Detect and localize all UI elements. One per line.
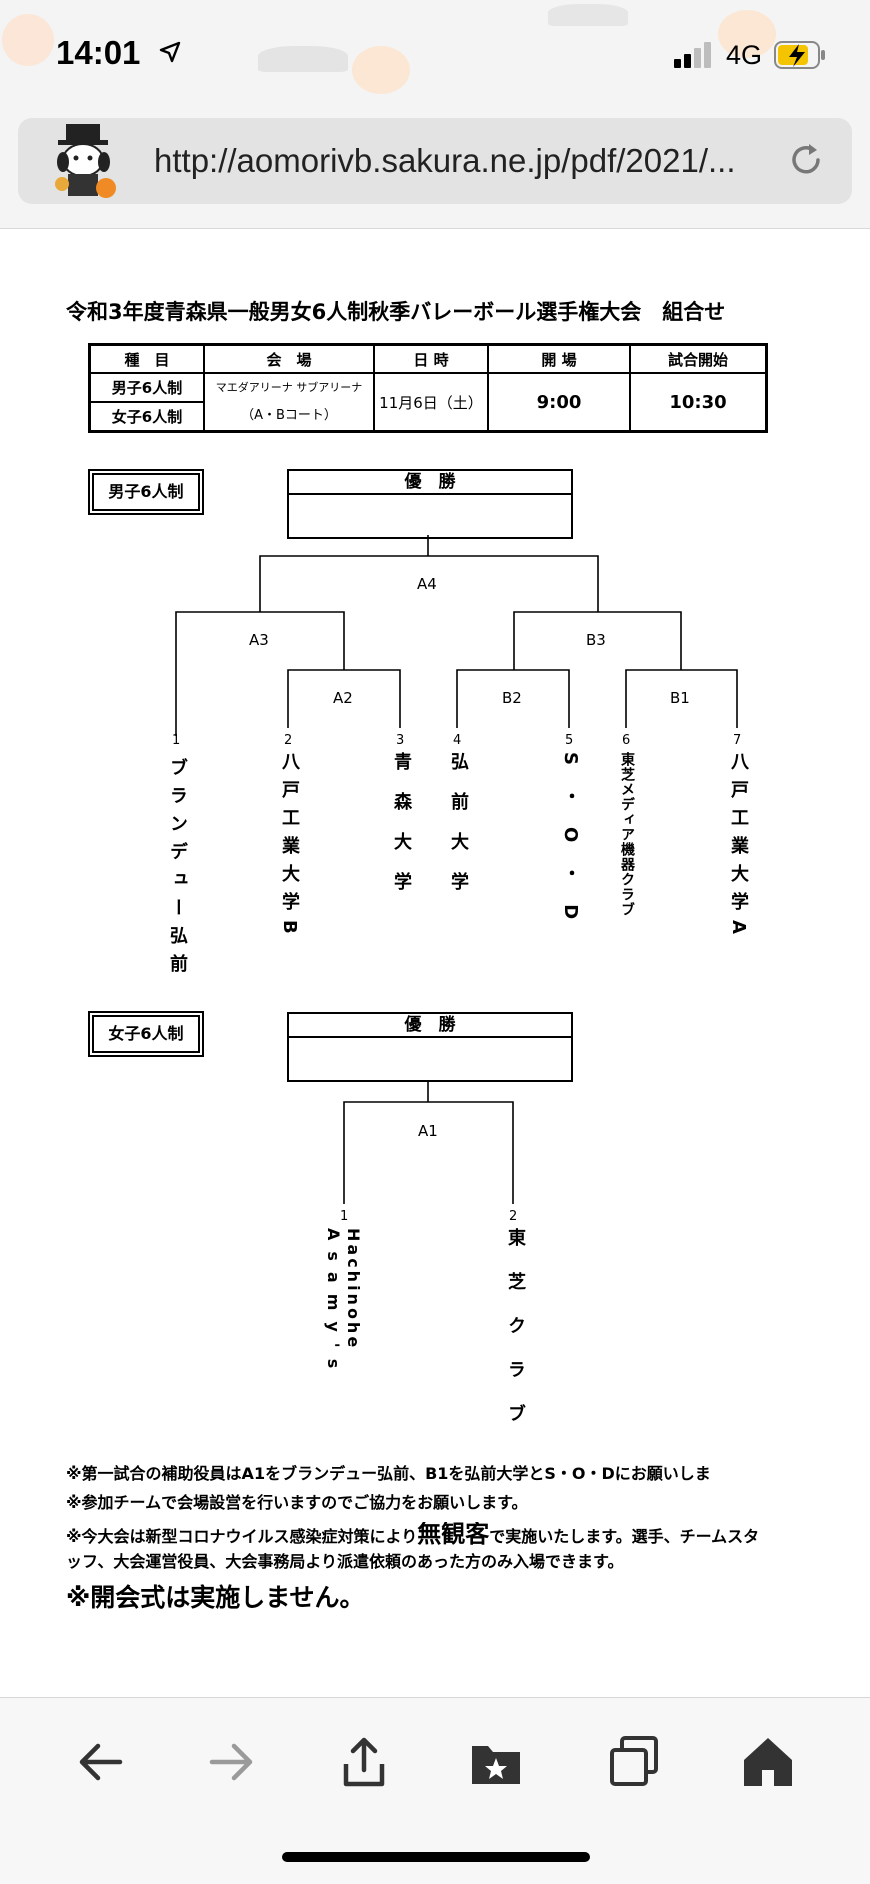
womens-division-label: 女子6人制	[88, 1011, 204, 1057]
address-bar[interactable]	[18, 118, 852, 204]
match-a2: A2	[333, 689, 353, 707]
seed-3: 3	[396, 733, 405, 748]
match-a1: A1	[418, 1122, 438, 1140]
venue-line2: （A・Bコート）	[241, 408, 337, 423]
network-type: 4G	[726, 40, 763, 70]
seed-1: 1	[172, 733, 181, 748]
header-date: 日 時	[373, 343, 489, 374]
decor-pumpkin	[718, 10, 776, 58]
divider	[0, 228, 870, 229]
match-a4: A4	[417, 575, 437, 593]
team-brandieu-hirosaki: ブランデュー弘前	[167, 758, 188, 982]
mens-champion-header: 優 勝	[289, 471, 571, 495]
match-a3: A3	[249, 631, 269, 649]
note-no-ceremony: ※開会式は実施しません。	[66, 1583, 365, 1612]
open-time: 9:00	[487, 372, 631, 433]
event-womens: 女子6人制	[88, 401, 205, 433]
w-seed-1: 1	[340, 1209, 349, 1224]
team-sod: S・O・D	[560, 752, 581, 942]
status-time: 14:01	[56, 34, 141, 71]
start-time: 10:30	[629, 372, 768, 433]
event-mens: 男子6人制	[88, 372, 205, 403]
venue-line1: マエダアリーナ サブアリーナ	[215, 381, 363, 394]
team-hachinohe-tech-b: 八戸工業大学B	[279, 752, 300, 944]
date-cell: 11月6日（土）	[373, 372, 489, 433]
mascot-icon	[55, 124, 116, 198]
url-text[interactable]: http://aomorivb.sakura.ne.jp/pdf/2021/..…	[154, 142, 736, 179]
seed-2: 2	[284, 733, 293, 748]
seed-4: 4	[453, 733, 462, 748]
battery-charging-icon	[774, 41, 825, 69]
decor-candy	[2, 14, 54, 66]
document-title: 令和3年度青森県一般男女6人制秋季バレーボール選手権大会 組合せ	[66, 300, 726, 324]
match-b2: B2	[502, 689, 522, 707]
tabs-icon[interactable]	[606, 1734, 662, 1790]
forward-icon[interactable]	[204, 1734, 260, 1790]
mens-division-label: 男子6人制	[88, 469, 204, 515]
share-icon[interactable]	[336, 1734, 392, 1790]
womens-champion-box: 優 勝	[287, 1012, 573, 1082]
schedule-table: 種 目 会 場 日 時 開 場 試合開始 男子6人制 マエダアリーナ サブアリー…	[88, 343, 768, 433]
team-hachinohe: Hachinohe	[344, 1228, 363, 1351]
browser-top-bar: 14:01 4G http://aomorivb.sakura.ne.jp/pd…	[0, 0, 870, 228]
venue-cell: マエダアリーナ サブアリーナ （A・Bコート）	[203, 372, 375, 433]
home-indicator	[282, 1852, 590, 1862]
seed-5: 5	[565, 733, 574, 748]
location-arrow-icon	[159, 41, 181, 63]
decor-bat	[548, 4, 628, 26]
home-icon[interactable]	[740, 1734, 796, 1790]
match-b3: B3	[586, 631, 606, 649]
signal-icon	[674, 42, 711, 68]
mens-champion-box: 優 勝	[287, 469, 573, 539]
match-b1: B1	[670, 689, 690, 707]
back-icon[interactable]	[72, 1734, 128, 1790]
team-hachinohe-tech-a: 八戸工業大学A	[728, 752, 749, 944]
team-toshiba-club: 東芝クラブ	[505, 1228, 526, 1448]
note-venue-setup: ※参加チームで会場設営を行いますのでご協力をお願いします。	[66, 1493, 528, 1512]
note-assistant-officials: ※第一試合の補助役員はA1をブランデュー弘前、B1を弘前大学とS・O・Dにお願い…	[66, 1464, 711, 1483]
team-asamys: Asamy's	[324, 1228, 343, 1380]
w-seed-2: 2	[509, 1209, 518, 1224]
decor-pumpkin	[352, 46, 410, 94]
bookmarks-icon[interactable]	[468, 1734, 524, 1790]
team-toshiba-media-club: 東芝メディア機器クラブ	[619, 752, 635, 917]
seed-7: 7	[733, 733, 742, 748]
note-no-spectators: ※今大会は新型コロナウイルス感染症対策により無観客で実施いたします。選手、チーム…	[66, 1522, 760, 1571]
seed-6: 6	[622, 733, 631, 748]
reload-icon[interactable]	[786, 140, 826, 180]
team-aomori-univ: 青森大学	[391, 752, 412, 912]
decor-bat	[258, 46, 348, 72]
header-start: 試合開始	[629, 343, 768, 374]
team-hirosaki-univ: 弘前大学	[448, 752, 469, 912]
womens-champion-header: 優 勝	[289, 1014, 571, 1038]
